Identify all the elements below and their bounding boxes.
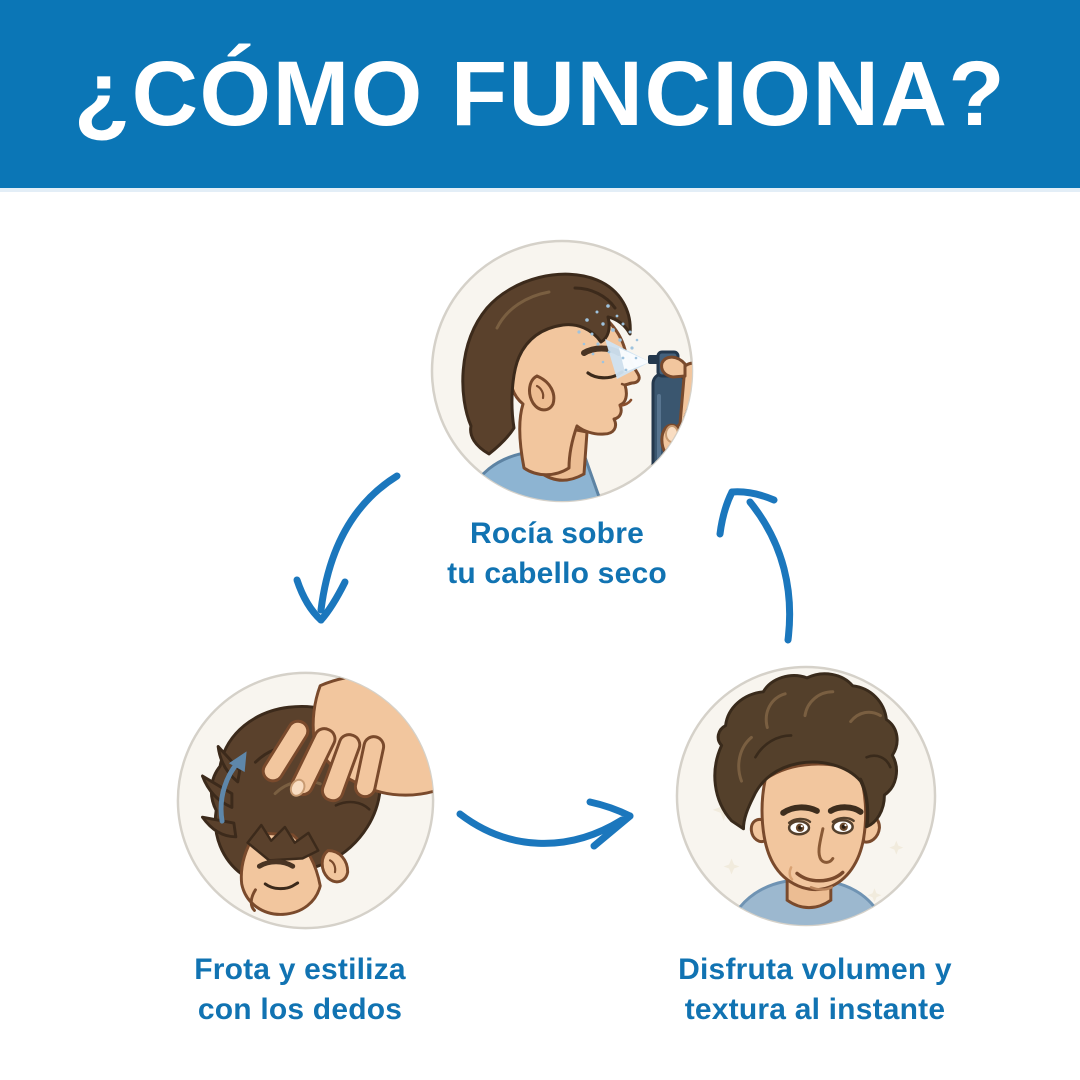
page-title: ¿CÓMO FUNCIONA? (73, 42, 1007, 145)
step2-caption-line2: con los dedos (197, 993, 403, 1026)
step1-caption: Rocía sobre tu cabello seco (357, 514, 757, 594)
header-divider (0, 188, 1080, 192)
step1-caption-line2: tu cabello seco (447, 557, 667, 590)
step1-caption-line1: Rocía sobre (470, 517, 644, 550)
step3-caption: Disfruta volumen y textura al instante (615, 950, 1015, 1030)
step3-circle (672, 662, 940, 930)
small-lift-arrow-icon (218, 751, 247, 824)
volume-result-illustration (675, 665, 937, 927)
step2-caption-line1: Frota y estiliza (194, 953, 406, 986)
step1-circle (427, 236, 697, 506)
curved-arrow-step1-to-step2-icon (285, 468, 410, 638)
curved-arrow-step2-to-step3-icon (452, 792, 647, 872)
spray-on-hair-illustration (430, 239, 694, 503)
step3-caption-line1: Disfruta volumen y (678, 953, 952, 986)
step2-circle (173, 668, 438, 933)
header-banner: ¿CÓMO FUNCIONA? (0, 0, 1080, 188)
curved-arrow-step3-to-step1-icon (702, 472, 812, 647)
rub-with-fingers-illustration (176, 671, 435, 930)
step3-caption-line2: textura al instante (684, 993, 946, 1026)
step2-caption: Frota y estiliza con los dedos (100, 950, 500, 1030)
